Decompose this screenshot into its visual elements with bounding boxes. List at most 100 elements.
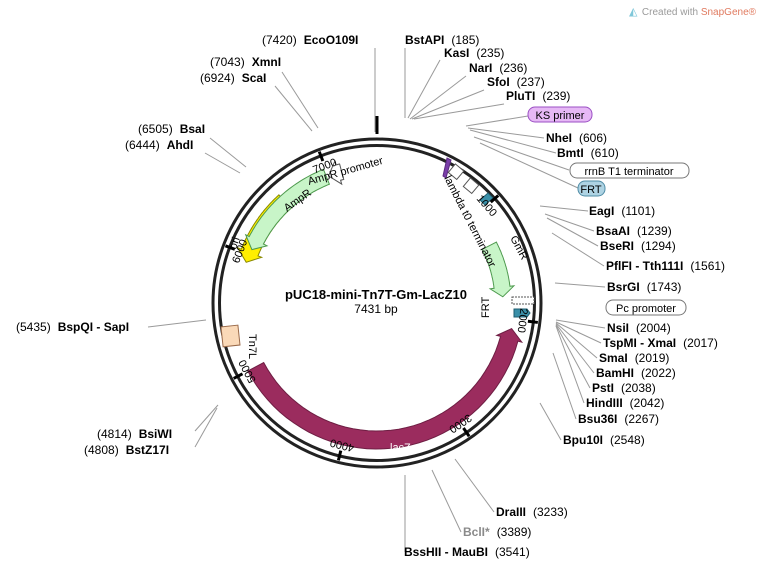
site-label-bsrgi: BsrGI(1743)	[607, 280, 681, 294]
leader-line	[546, 217, 599, 247]
site-label-kasi: KasI(235)	[444, 46, 504, 60]
site-label-scai: (6924)ScaI	[200, 71, 266, 85]
watermark-brand: SnapGene®	[700, 7, 756, 18]
site-label-bcli: BclI*(3389)	[463, 525, 531, 539]
tick-label: 4000	[329, 436, 356, 453]
frt-label: FRT	[580, 184, 601, 196]
tick-mark	[527, 319, 539, 324]
site-label-ahdi: (6444)AhdI	[125, 138, 193, 152]
leader-line	[147, 319, 207, 328]
snapgene-logo-icon: ◭	[628, 6, 638, 18]
leader-line	[204, 152, 241, 174]
leader-line	[281, 71, 319, 129]
site-label-pflfi-tth111i: PflFI - Tth111I(1561)	[606, 259, 725, 273]
plasmid-size: 7431 bp	[354, 302, 398, 316]
site-label-smai: SmaI(2019)	[599, 351, 669, 365]
rrnb-t1-terminator-label: rrnB T1 terminator	[584, 166, 673, 178]
site-label-bstapi: BstAPI(185)	[405, 33, 479, 47]
site-label-eagi: EagI(1101)	[589, 204, 655, 218]
rrnb-t1-terminator-feature	[447, 163, 465, 181]
leader-line	[555, 323, 595, 374]
site-label-bamhi: BamHI(2022)	[596, 366, 676, 380]
leader-line	[551, 232, 605, 267]
leader-line	[554, 282, 606, 288]
ori-label: ori	[227, 236, 242, 251]
leader-line	[555, 319, 606, 329]
site-label-psti: PstI(2038)	[592, 381, 656, 395]
tick-mark	[336, 450, 343, 461]
lambda-t0-terminator-feature	[462, 177, 480, 195]
leader-line	[209, 137, 247, 168]
leader-line	[465, 115, 529, 127]
site-label-pluti: PluTI(239)	[506, 89, 570, 103]
site-label-hindiii: HindIII(2042)	[586, 396, 664, 410]
tick-mark	[317, 151, 325, 162]
pc-promoter-feature	[511, 296, 535, 305]
site-label-bspqi-sapi: (5435)BspQI - SapI	[16, 320, 129, 334]
leader-line	[194, 404, 219, 432]
site-label-bstz17i: (4808)BstZ17I	[84, 443, 169, 457]
tick-mark	[462, 427, 471, 438]
plasmid-name: pUC18-mini-Tn7T-Gm-LacZ10	[285, 287, 467, 302]
leader-line	[539, 205, 589, 212]
leader-line	[409, 75, 467, 120]
tick-label: 2000	[515, 308, 530, 334]
leader-line	[479, 142, 579, 189]
leader-line	[539, 402, 562, 441]
watermark-prefix: Created with	[641, 7, 701, 18]
gmr-feature	[481, 241, 516, 298]
site-label-bsu36i: Bsu36I(2267)	[578, 412, 659, 426]
site-label-ecoo109i: (7420)EcoO109I	[262, 33, 358, 47]
ampr-feature	[244, 168, 331, 251]
leader-line	[411, 89, 485, 120]
frt-feature-2	[513, 308, 531, 318]
ks-primer-label: KS primer	[536, 110, 585, 122]
site-label-bpu10i: Bpu10I(2548)	[563, 433, 645, 447]
lacz-label: lacZ	[390, 442, 411, 454]
site-label-draiii: DraIII(3233)	[496, 505, 568, 519]
tn7l-feature	[220, 324, 241, 348]
tick-mark	[489, 194, 500, 204]
site-label-nari: NarI(236)	[469, 61, 527, 75]
leader-line	[431, 469, 462, 533]
site-label-nsii: NsiI(2004)	[607, 321, 671, 335]
site-label-bmti: BmtI(610)	[557, 146, 619, 160]
site-label-bsaai: BsaAI(1239)	[596, 224, 672, 238]
lacz-feature	[247, 327, 524, 450]
leader-line	[274, 85, 313, 132]
tick-mark	[224, 244, 236, 251]
frt-ring-label: FRT	[480, 297, 492, 318]
ks-primer-feature	[442, 157, 452, 179]
site-label-sfoi: SfoI(237)	[487, 75, 545, 89]
pc-promoter-box	[605, 299, 687, 316]
leader-line	[555, 322, 598, 359]
leader-line	[473, 136, 570, 171]
site-label-bsshii-maubi: BssHII - MauBI(3541)	[404, 545, 530, 559]
leader-line	[552, 352, 577, 420]
site-label-bseri: BseRI(1294)	[600, 239, 676, 253]
leader-line	[555, 321, 602, 344]
leader-line	[555, 324, 591, 389]
frt-feature	[479, 192, 494, 206]
backbone-outer	[211, 137, 543, 469]
site-label-nhei: NheI(606)	[546, 131, 607, 145]
site-label-tspmi-xmai: TspMI - XmaI(2017)	[603, 336, 718, 350]
leader-line	[454, 458, 495, 513]
ampr-promoter-feature	[327, 159, 345, 186]
site-label-bsai: (6505)BsaI	[138, 122, 205, 136]
rrnb-t1-terminator-box	[569, 162, 690, 179]
site-label-bsiwi: (4814)BsiWI	[97, 427, 172, 441]
ks-primer-box	[527, 106, 593, 123]
site-label-xmni: (7043)XmnI	[210, 55, 281, 69]
leader-line	[194, 407, 218, 448]
leader-line	[555, 325, 585, 404]
leader-line	[469, 129, 557, 154]
tn7l-label: Tn7L	[246, 334, 258, 359]
watermark: ◭ Created with SnapGene®	[629, 2, 756, 18]
frt-box	[577, 180, 606, 197]
leader-line	[544, 213, 595, 232]
pc-promoter-label: Pc promoter	[616, 303, 676, 315]
leader-line	[413, 103, 505, 120]
tick-mark	[232, 372, 244, 380]
